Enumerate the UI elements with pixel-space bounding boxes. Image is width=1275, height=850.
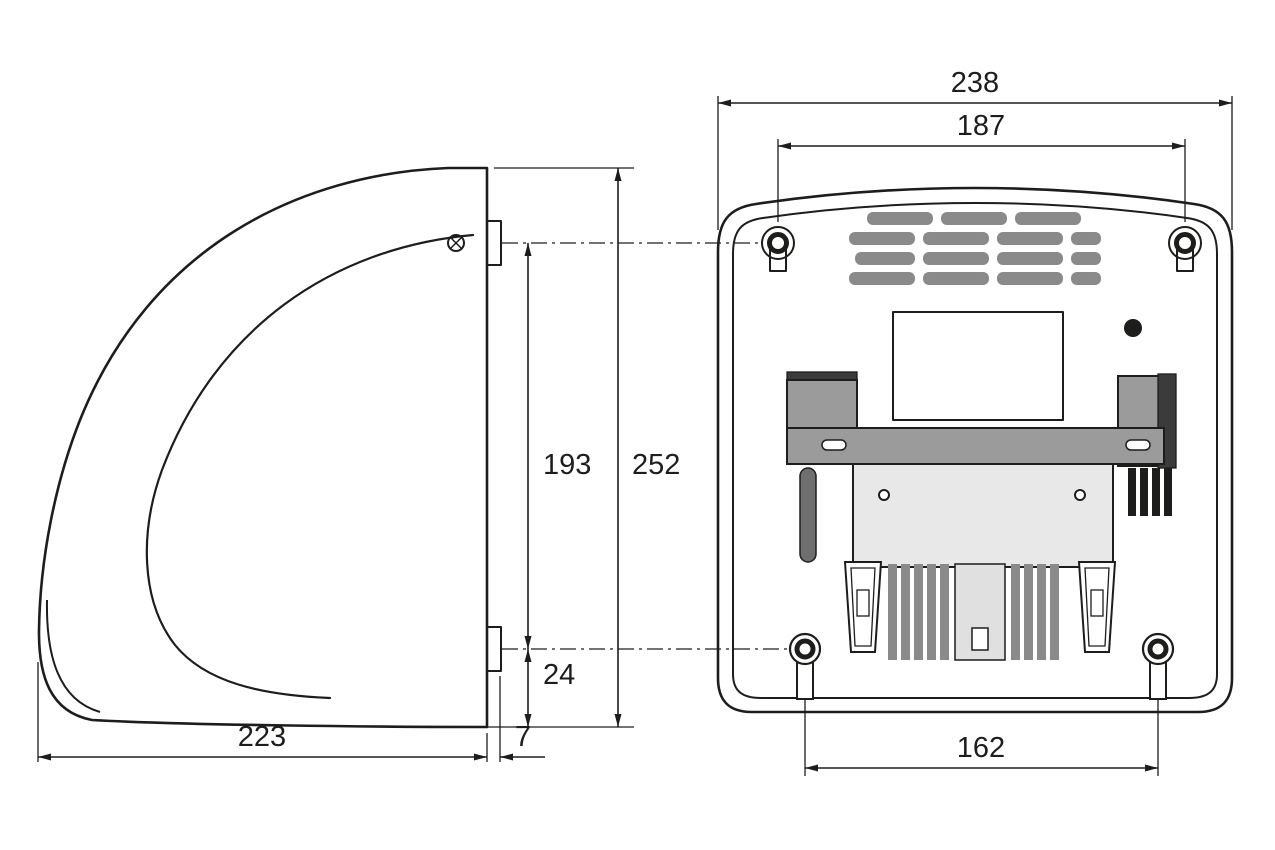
vent-grille: [849, 212, 1101, 285]
panel-hole-left: [878, 489, 890, 501]
dim-193-label: 193: [543, 449, 591, 481]
dim-bottom-mount-offset: 24: [524, 649, 575, 727]
brush-bars: [1128, 468, 1172, 516]
dim-187-label: 187: [957, 110, 1005, 142]
dim-mount-height-span: 193: [524, 243, 591, 649]
heater-bracket-right: [1077, 561, 1117, 653]
bracket-pin: [799, 467, 817, 563]
sensor-dot: [1124, 319, 1142, 337]
motor-housing: [892, 311, 1064, 421]
heater-bracket-left: [843, 561, 883, 653]
dim-223-label: 223: [238, 721, 286, 753]
bottom-screw-left: [788, 632, 822, 700]
dim-overall-height: 252: [470, 167, 680, 728]
heater-fins: [888, 564, 1059, 660]
dim-238-label: 238: [951, 67, 999, 99]
side-body-outline: [37, 166, 489, 729]
wall-bracket-top-tab: [486, 220, 502, 266]
rear-view: [716, 186, 1234, 714]
side-inner-curve: [145, 233, 475, 700]
dim-162-label: 162: [957, 732, 1005, 764]
rear-inner-shell: [732, 202, 1218, 699]
side-view: [37, 166, 502, 729]
dim-7-label: 7: [515, 721, 531, 753]
dimensions: 238 187 252 193: [37, 67, 1233, 776]
heater-element: [888, 563, 1059, 661]
bottom-screw-right: [1141, 632, 1175, 700]
dim-24-label: 24: [543, 659, 575, 691]
wall-bracket-bottom-tab: [486, 626, 502, 672]
centerlines: [502, 242, 788, 650]
dim-side-depth: 223: [37, 662, 488, 762]
keyhole-mount-right: [1168, 226, 1202, 272]
dim-rear-overall-width: 238: [717, 67, 1233, 230]
mounting-bracket: [786, 371, 1177, 563]
panel-hole-right: [1074, 489, 1086, 501]
dim-wall-bracket-thickness: 7: [499, 676, 545, 762]
lower-panel: [852, 454, 1114, 568]
dim-top-mount-spacing: 187: [777, 110, 1186, 222]
bracket-slot-right: [1125, 439, 1151, 451]
bracket-slot-left: [821, 439, 847, 451]
heater-center-slot: [971, 627, 989, 651]
side-screw-icon: [447, 234, 465, 252]
dim-252-label: 252: [632, 449, 680, 481]
dim-bottom-mount-spacing: 162: [804, 700, 1159, 776]
keyhole-mount-left: [761, 226, 795, 272]
side-nose-line: [45, 599, 101, 713]
